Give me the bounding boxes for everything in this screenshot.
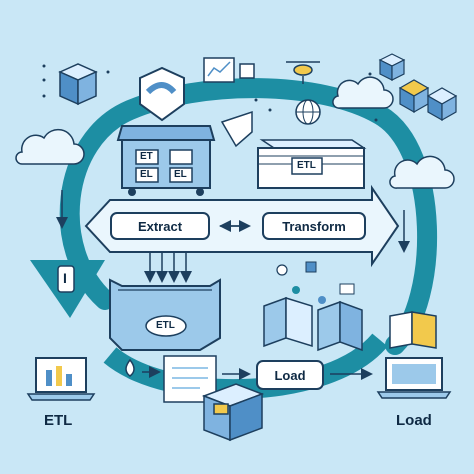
bin-label-bl: EL [140, 169, 153, 180]
data-points-icon [276, 261, 355, 304]
load-box-label: Load [256, 360, 324, 390]
panel-wall-icon [263, 296, 363, 352]
document-icon [389, 311, 437, 349]
monitor-icon [203, 57, 255, 83]
bin-label-br: EL [174, 169, 187, 180]
drone-icon [286, 61, 320, 84]
process-banner [84, 184, 400, 268]
load-caption: Load [396, 412, 432, 429]
load-basin [109, 278, 221, 351]
server-rack-icon [257, 139, 367, 189]
envelope-icon [220, 110, 253, 148]
stack-label: ETL [297, 160, 316, 171]
cloud-icon [389, 155, 455, 189]
cloud-icon [15, 128, 85, 165]
transform-label: Transform [262, 212, 366, 240]
cloud-icon [332, 76, 394, 109]
globe-icon [295, 99, 321, 125]
cube-stack-icon [58, 63, 98, 106]
data-feed-arrows [144, 252, 192, 283]
box-icon [201, 383, 265, 442]
funnel-badge [57, 265, 75, 293]
water-drop-icon [125, 358, 161, 378]
laptop-icon [26, 357, 96, 401]
shield-icon [139, 66, 185, 122]
decorative-dots [42, 64, 378, 122]
document-icon [163, 355, 217, 403]
basin-label: ETL [156, 320, 175, 331]
cube-stack-icon [378, 53, 458, 122]
bin-label-tl: ET [140, 151, 153, 162]
etl-caption: ETL [44, 412, 73, 429]
funnel-label: I [63, 270, 67, 286]
extract-label: Extract [110, 212, 210, 240]
extract-bin [116, 125, 216, 196]
laptop-icon [376, 357, 452, 399]
